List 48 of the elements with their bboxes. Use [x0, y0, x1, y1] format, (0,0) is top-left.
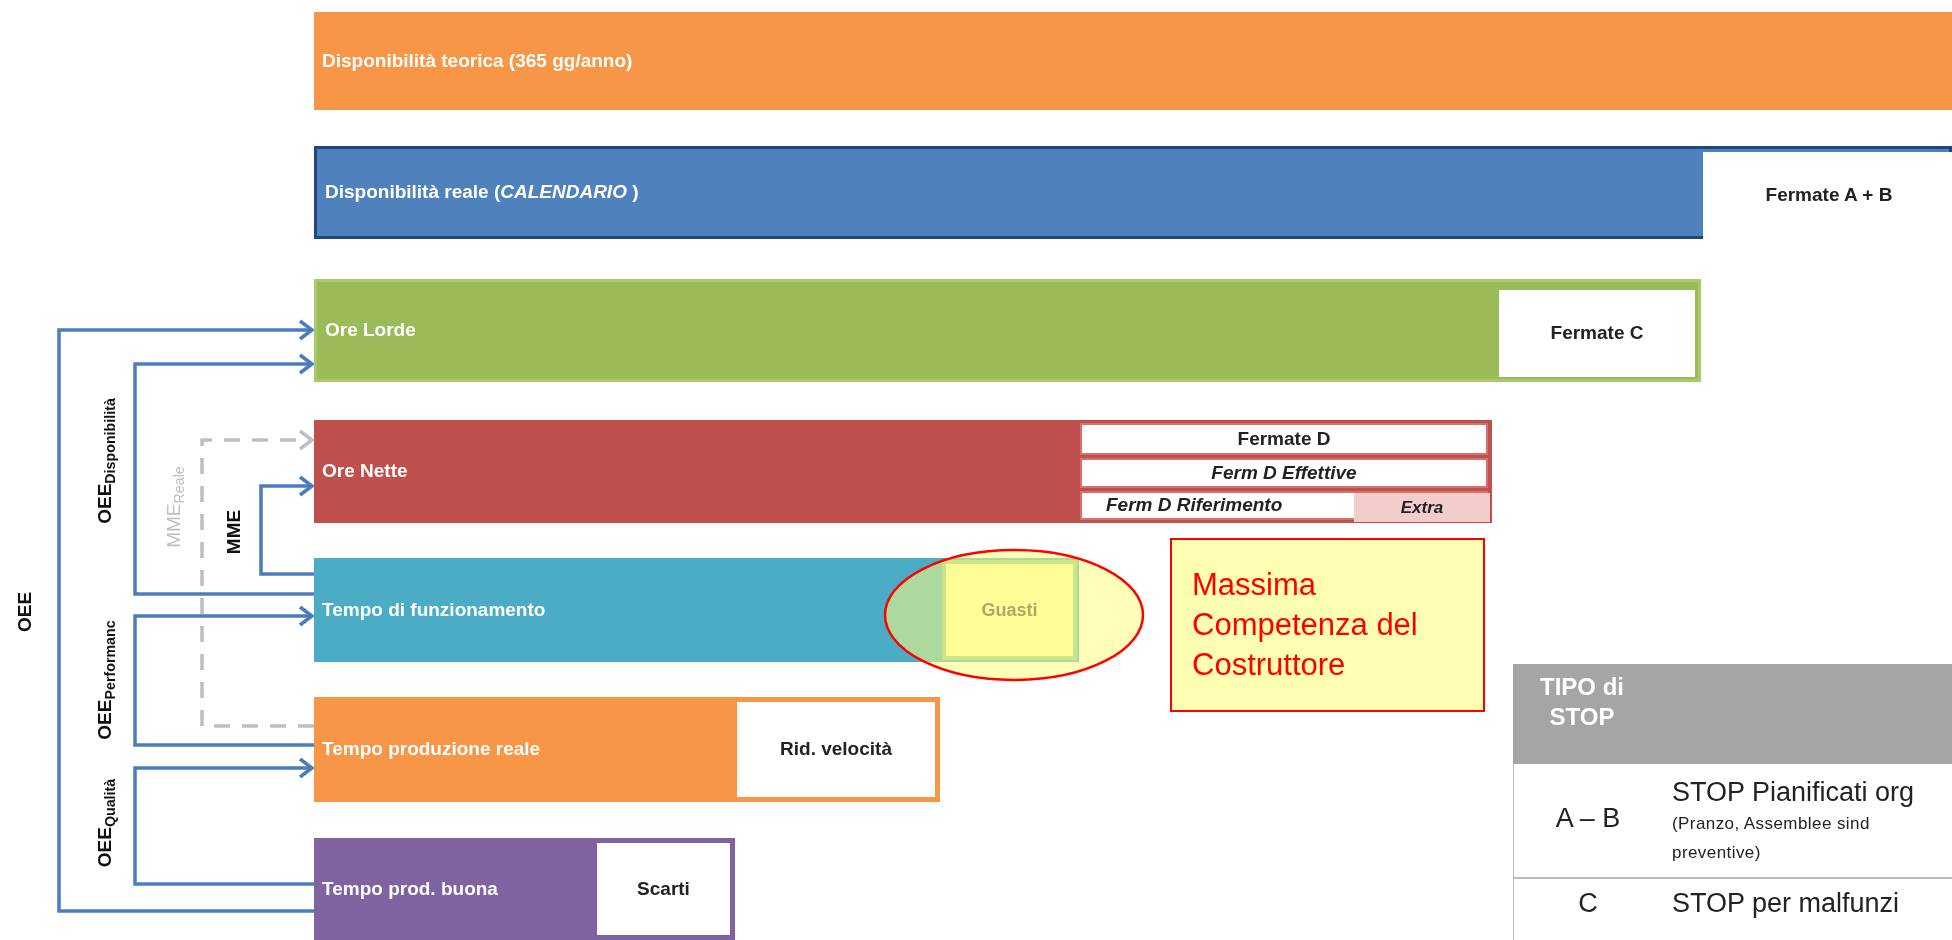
time-bar — [314, 12, 1952, 110]
stop-box — [1497, 288, 1697, 379]
table-cell-text: A – B — [1554, 802, 1622, 835]
stop-label: Rid. velocità — [780, 737, 892, 762]
edge-label: OEE — [12, 591, 36, 633]
time-bar — [314, 558, 1079, 662]
table-cell-text: C — [1577, 887, 1599, 920]
table-cell-text: STOP per malfunzi — [1672, 887, 1900, 920]
arrow — [133, 605, 314, 747]
stop-box — [1703, 152, 1952, 239]
stop-label: Guasti — [981, 598, 1038, 622]
bar-label: Ore Lorde — [325, 318, 416, 343]
stop-box — [1080, 458, 1488, 488]
stop-box — [1354, 493, 1490, 522]
table-cell-text: STOP Pianificati org — [1672, 776, 1915, 809]
arrow — [133, 757, 314, 886]
arrow — [259, 475, 314, 576]
table-cell-text: (Pranzo, Assemblee sind preventive) — [1672, 813, 1871, 864]
note-box — [1170, 538, 1485, 712]
bar-label: Tempo prod. buona — [322, 876, 498, 901]
stop-box — [942, 560, 1077, 660]
dashed-arrow — [200, 429, 314, 728]
bar-label: Tempo di funzionamento — [322, 597, 546, 622]
stop-box — [595, 841, 732, 937]
stop-label: Scarti — [637, 876, 690, 901]
bar-label: Disponibilità reale (CALENDARIO ) — [325, 180, 639, 205]
stop-label: Fermate A + B — [1765, 183, 1893, 208]
arrow — [57, 319, 314, 913]
stop-label: Fermate C — [1550, 321, 1644, 346]
bar-label: Disponibilità teorica (365 gg/anno) — [322, 48, 633, 73]
stop-box — [735, 700, 937, 799]
time-bar — [314, 838, 735, 940]
bar-label: Ore Nette — [322, 459, 408, 484]
stop-label: Ferm D Effettive — [1211, 460, 1357, 485]
time-bar — [314, 279, 1701, 382]
stop-label: Fermate D — [1237, 426, 1331, 451]
edge-label: MME — [221, 509, 245, 555]
arrow — [133, 353, 314, 596]
time-bar — [314, 697, 940, 802]
time-bar — [314, 146, 1952, 239]
stop-label: Extra — [1400, 496, 1444, 519]
column-header: TIPO di STOP — [1539, 672, 1625, 732]
note-text: Massima Competenza del Costruttore — [1192, 565, 1419, 685]
stop-box — [1080, 491, 1488, 520]
time-bar — [314, 420, 1492, 523]
stop-label: Ferm D Riferimento — [1106, 493, 1283, 518]
stop-box — [1080, 423, 1488, 455]
bar-label: Tempo produzione reale — [322, 737, 541, 762]
